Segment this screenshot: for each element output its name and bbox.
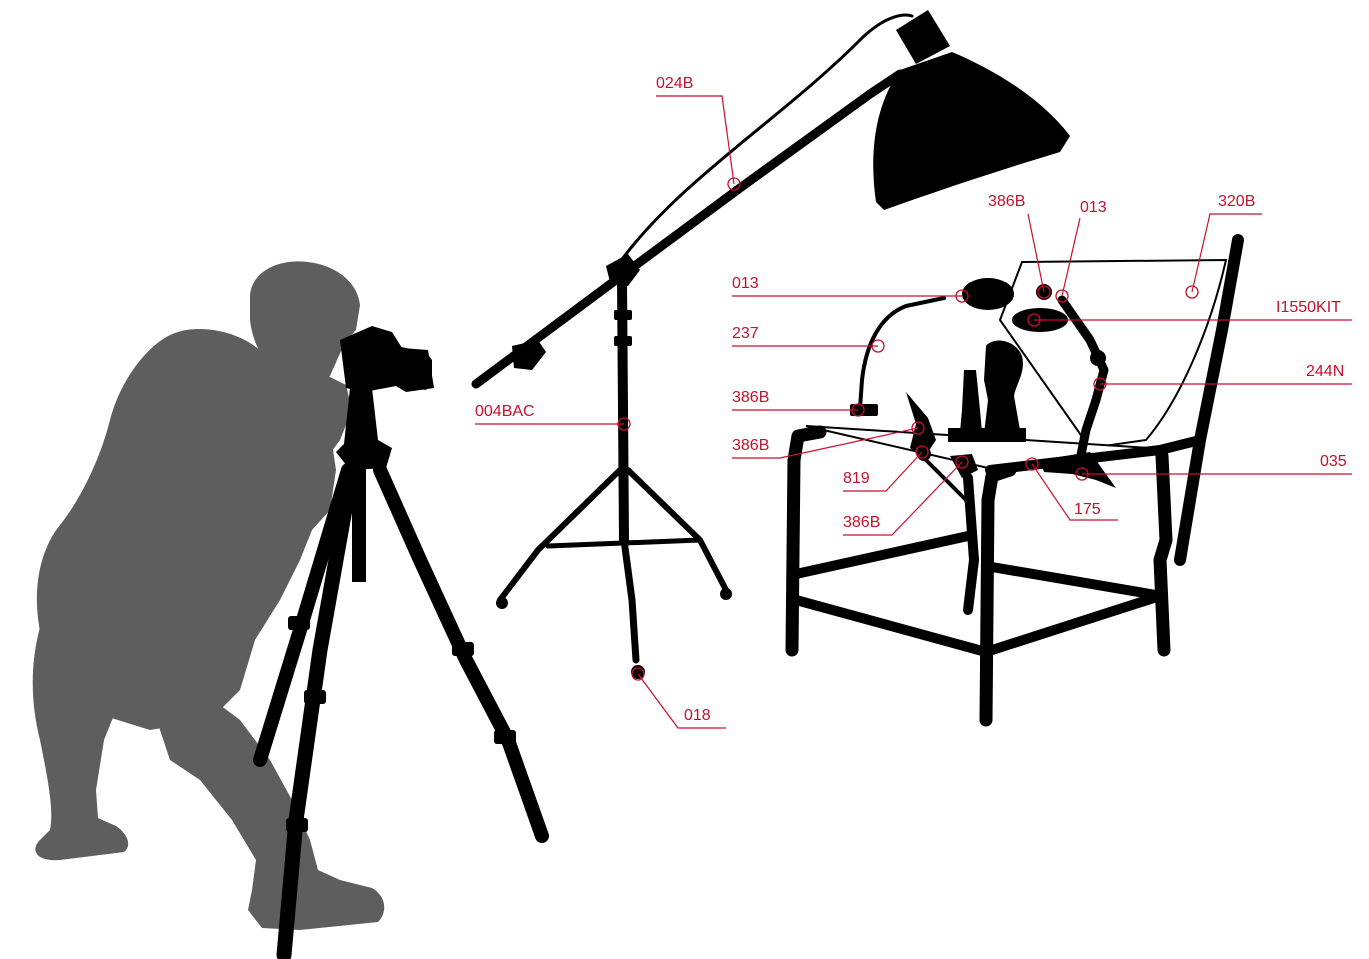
callout-label: 244N (1306, 363, 1344, 380)
stand-leg-left (500, 470, 620, 600)
callout-label: 035 (1320, 453, 1347, 470)
callout-label: 013 (732, 275, 759, 292)
callout-clamp-front: 386B (843, 456, 968, 535)
callout-clamp-left-upper: 386B (732, 389, 864, 416)
caster-left (496, 597, 508, 609)
boom-pole (476, 74, 900, 384)
table-leg-rear-right (1160, 456, 1166, 650)
callout-light-stand: 004BAC (475, 403, 630, 430)
callout-label: 004BAC (475, 403, 535, 420)
softbox (873, 10, 1070, 210)
callout-flex-arm-left: 237 (732, 325, 884, 352)
caster-right (720, 588, 732, 600)
callout-label: 024B (656, 75, 693, 92)
table-leg-front-left (792, 432, 820, 650)
power-cable (620, 15, 912, 262)
boom-light-stand (476, 15, 912, 679)
sweep-panel (1000, 260, 1226, 448)
counterweight-bag (512, 340, 546, 370)
table-leg-rear-left (968, 478, 974, 610)
product-base (948, 428, 1026, 442)
callout-stand-caster: 018 (632, 668, 726, 728)
flex-arm-left (860, 298, 944, 408)
callout-table-clamp-top-left: 013 (732, 275, 968, 302)
callout-label: 386B (732, 437, 769, 454)
callout-label: 386B (988, 193, 1025, 210)
product-figure (984, 341, 1023, 434)
callout-boom-arm: 024B (656, 75, 740, 190)
callout-label: 175 (1074, 501, 1101, 518)
product-bottle (960, 370, 982, 432)
callout-label: 819 (843, 470, 870, 487)
callout-label: I1550KIT (1276, 299, 1341, 316)
stand-leg-right (628, 470, 726, 590)
table-leg-front-center (986, 470, 1010, 720)
callout-swivel-adapter: 819 (843, 446, 928, 491)
callout-label: 386B (843, 514, 880, 531)
callout-label: 386B (732, 389, 769, 406)
reflector-left (962, 278, 1014, 310)
callout-label: 013 (1080, 199, 1107, 216)
callout-label: 320B (1218, 193, 1255, 210)
callout-label: 237 (732, 325, 759, 342)
softbox-body (873, 52, 1070, 210)
callout-label: 018 (684, 707, 711, 724)
